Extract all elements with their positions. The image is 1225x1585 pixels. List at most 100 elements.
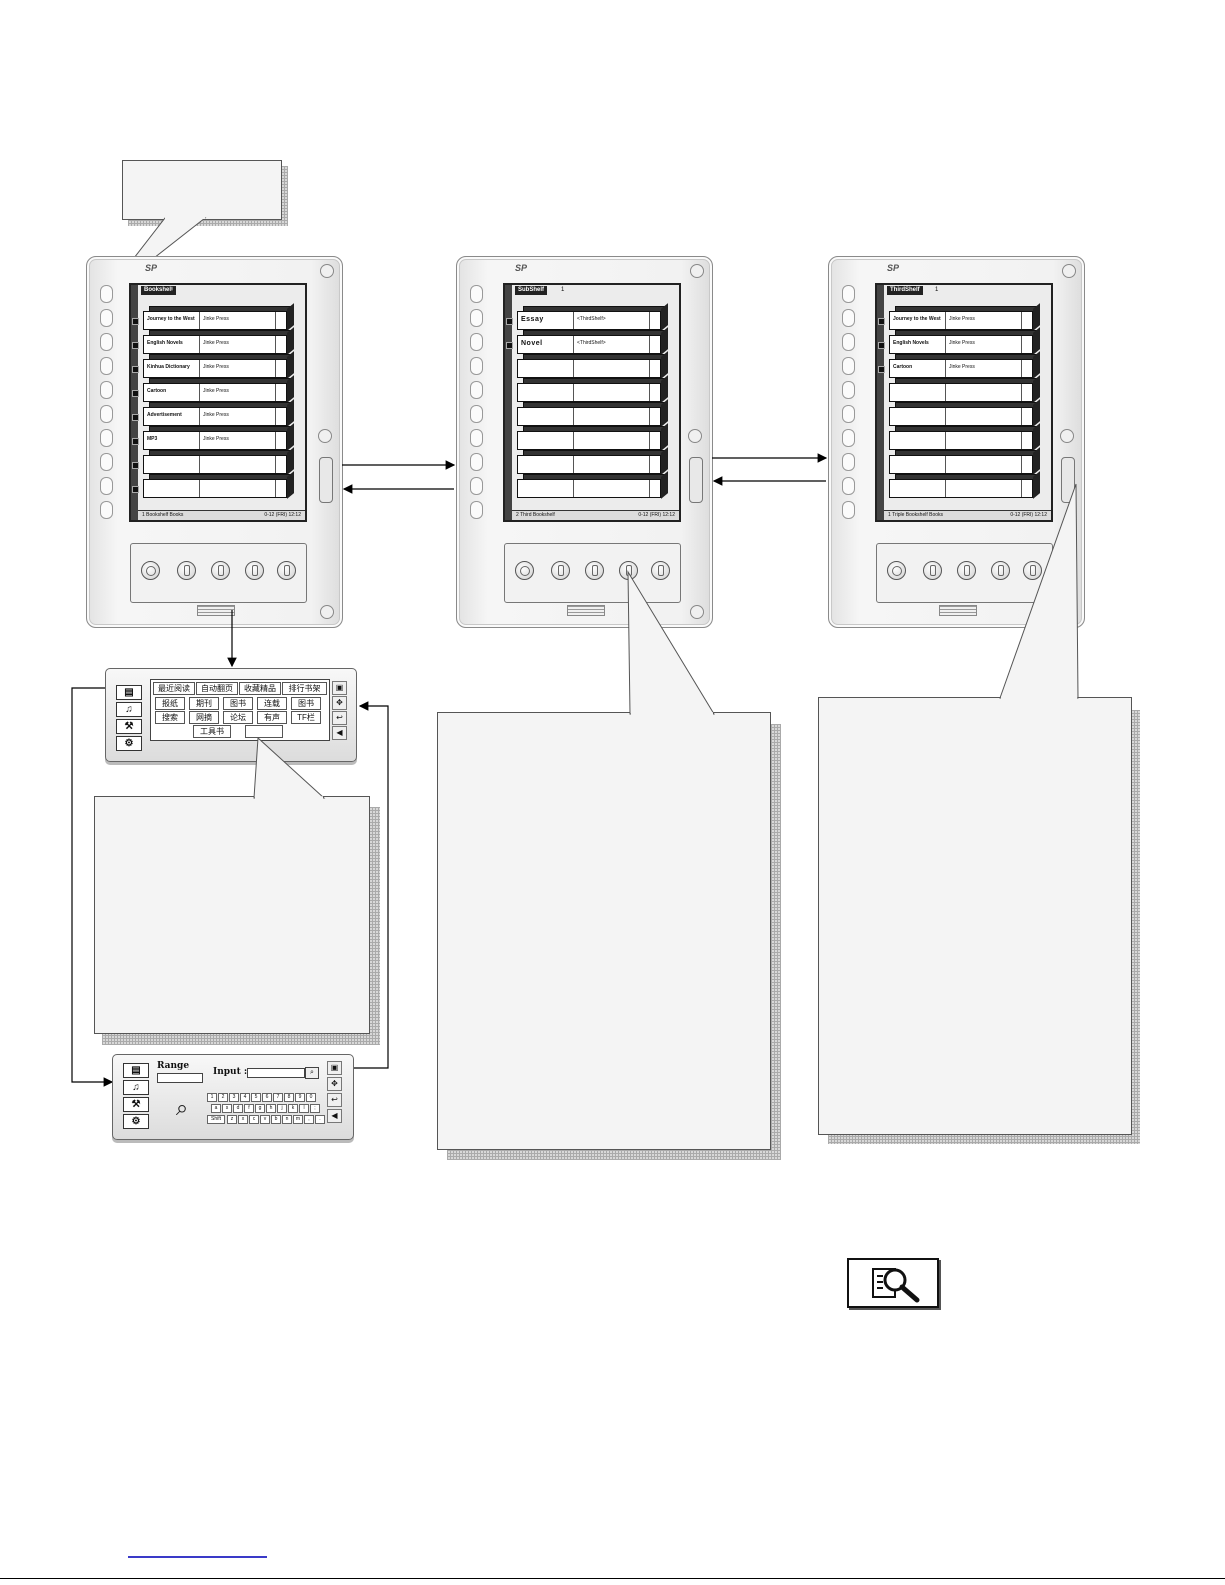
shelf-row[interactable]: Kinhua Dictionary Jinke Press [143, 359, 287, 378]
menu-item[interactable]: 网摘 [189, 711, 219, 724]
shelf-row[interactable] [517, 383, 661, 402]
shelf-row[interactable] [889, 383, 1033, 402]
keyboard-key[interactable]: f [244, 1104, 254, 1113]
side-button-7[interactable] [470, 429, 483, 447]
keyboard-key[interactable]: 1 [207, 1093, 217, 1102]
keyboard-key[interactable]: v [260, 1115, 270, 1124]
side-button-9[interactable] [842, 477, 855, 495]
top-right-knob[interactable] [1062, 264, 1076, 278]
keyboard-key[interactable]: 6 [262, 1093, 272, 1102]
side-button-1[interactable] [100, 285, 113, 303]
round-button[interactable] [277, 561, 296, 580]
keyboard-key[interactable]: 0 [306, 1093, 316, 1102]
side-button-1[interactable] [842, 285, 855, 303]
keyboard-key-shift[interactable]: Shift [207, 1115, 225, 1124]
round-button[interactable] [245, 561, 264, 580]
side-button-3[interactable] [100, 333, 113, 351]
move-icon[interactable]: ✥ [327, 1077, 342, 1091]
shelf-row[interactable]: English Novels Jinke Press [889, 335, 1033, 354]
side-button-3[interactable] [842, 333, 855, 351]
shelf-row[interactable] [143, 455, 287, 474]
home-button[interactable] [141, 561, 160, 580]
back-icon[interactable]: ↩ [327, 1093, 342, 1107]
shelf-row[interactable] [517, 359, 661, 378]
menu-item[interactable]: 图书 [223, 697, 253, 710]
shelf-row[interactable]: Novel <ThirdShelf> [517, 335, 661, 354]
shelf-row[interactable] [517, 407, 661, 426]
scroll-wheel[interactable] [319, 457, 333, 503]
move-icon[interactable]: ✥ [332, 696, 347, 710]
side-button-4[interactable] [100, 357, 113, 375]
round-button[interactable] [211, 561, 230, 580]
shelf-row[interactable]: Cartoon Jinke Press [143, 383, 287, 402]
menu-item[interactable]: TF栏 [291, 711, 321, 724]
menu-item[interactable]: 报纸 [155, 697, 185, 710]
side-button-8[interactable] [470, 453, 483, 471]
side-button-5[interactable] [100, 381, 113, 399]
shelf-row[interactable]: MP3 Jinke Press [143, 431, 287, 450]
round-button[interactable] [957, 561, 976, 580]
keyboard-key[interactable]: z [227, 1115, 237, 1124]
side-button-10[interactable] [470, 501, 483, 519]
menu-item[interactable]: 排行书架 [282, 682, 327, 695]
keyboard-key[interactable]: 5 [251, 1093, 261, 1102]
top-right-knob[interactable] [320, 264, 334, 278]
footer-link[interactable] [128, 1556, 267, 1558]
side-button-1[interactable] [470, 285, 483, 303]
back-icon[interactable]: ↩ [332, 711, 347, 725]
keyboard-key[interactable]: d [233, 1104, 243, 1113]
side-button-2[interactable] [470, 309, 483, 327]
round-button[interactable] [177, 561, 196, 580]
shelf-row[interactable]: Advertisement Jinke Press [143, 407, 287, 426]
side-button-9[interactable] [470, 477, 483, 495]
side-button-2[interactable] [100, 309, 113, 327]
speaker-icon[interactable]: ◀ [327, 1109, 342, 1123]
right-small-knob[interactable] [1060, 429, 1074, 443]
menu-item[interactable]: 连载 [257, 697, 287, 710]
shelf-row[interactable]: Journey to the West Jinke Press [889, 311, 1033, 330]
shelf-row[interactable] [517, 455, 661, 474]
side-button-5[interactable] [842, 381, 855, 399]
round-button[interactable] [551, 561, 570, 580]
shelf-row[interactable] [143, 479, 287, 498]
keyboard-key[interactable]: 7 [273, 1093, 283, 1102]
bottom-right-knob[interactable] [320, 605, 334, 619]
home-button[interactable] [887, 561, 906, 580]
shelf-row[interactable] [889, 431, 1033, 450]
tools-icon[interactable]: ⚒ [116, 719, 142, 734]
round-button[interactable] [585, 561, 604, 580]
menu-item[interactable]: 搜索 [155, 711, 185, 724]
shelf-row[interactable] [889, 455, 1033, 474]
menu-item[interactable]: 有声 [257, 711, 287, 724]
music-icon[interactable]: ♫ [123, 1080, 149, 1095]
keyboard-key[interactable]: l [299, 1104, 309, 1113]
side-button-6[interactable] [842, 405, 855, 423]
side-button-8[interactable] [842, 453, 855, 471]
keyboard-key[interactable]: c [249, 1115, 259, 1124]
side-button-4[interactable] [842, 357, 855, 375]
shelf-row[interactable]: Cartoon Jinke Press [889, 359, 1033, 378]
round-button[interactable] [651, 561, 670, 580]
search-input[interactable] [247, 1068, 305, 1078]
tools-icon[interactable]: ⚒ [123, 1097, 149, 1112]
keyboard-key[interactable]: 9 [295, 1093, 305, 1102]
side-button-4[interactable] [470, 357, 483, 375]
shelf-row[interactable]: Journey to the West Jinke Press [143, 311, 287, 330]
keyboard-key[interactable]: . [315, 1115, 325, 1124]
round-button[interactable] [991, 561, 1010, 580]
home-button[interactable] [515, 561, 534, 580]
shelf-row[interactable]: Essay <ThirdShelf> [517, 311, 661, 330]
keyboard-key[interactable]: k [288, 1104, 298, 1113]
shelf-row[interactable] [517, 431, 661, 450]
book-icon[interactable]: ▤ [116, 685, 142, 700]
keyboard-key[interactable]: x [238, 1115, 248, 1124]
side-button-10[interactable] [100, 501, 113, 519]
top-right-knob[interactable] [690, 264, 704, 278]
keyboard-key[interactable]: 4 [240, 1093, 250, 1102]
side-button-7[interactable] [842, 429, 855, 447]
gear-icon[interactable]: ⚙ [123, 1114, 149, 1129]
side-button-6[interactable] [470, 405, 483, 423]
music-icon[interactable]: ♫ [116, 702, 142, 717]
round-button[interactable] [923, 561, 942, 580]
round-button[interactable] [1023, 561, 1042, 580]
